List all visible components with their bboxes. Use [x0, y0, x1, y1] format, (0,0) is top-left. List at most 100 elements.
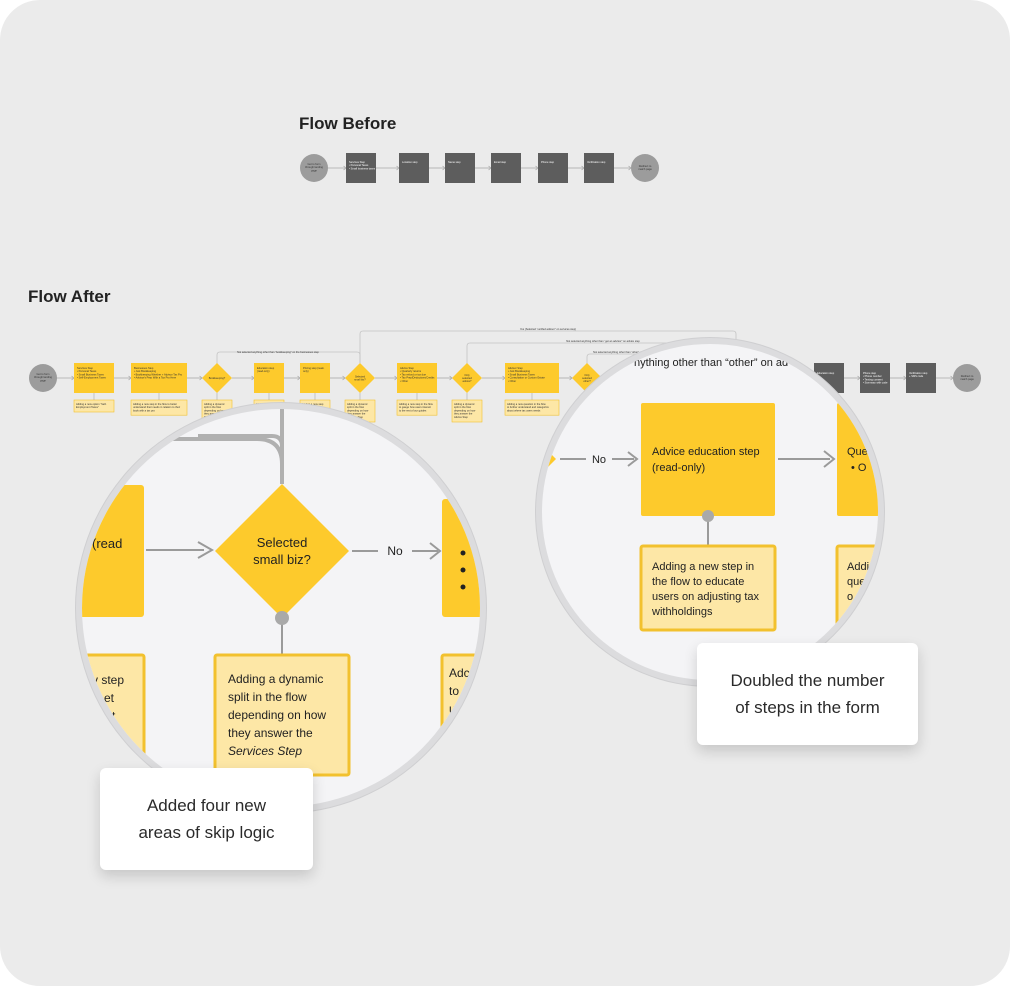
- end-terminal: [953, 364, 981, 392]
- end-terminal-label: Redirect to: [961, 374, 974, 378]
- flow-before-step-label: Name step: [448, 160, 461, 164]
- flow-after-step: [131, 363, 187, 393]
- flow-after-decision: [202, 363, 232, 393]
- flow-after-note-line: Adding a dynamic: [347, 402, 368, 406]
- step-box-partial-right: [837, 403, 878, 516]
- callout-doubled-steps: Doubled the number of steps in the form: [697, 643, 918, 745]
- arrow-head: [429, 542, 442, 560]
- note-partial-right-line: to: [449, 684, 459, 698]
- connector-dot: [275, 611, 289, 625]
- flow-after-note-line: Adding a new step in the flow to better: [133, 402, 177, 406]
- skip-logic-label: Yes (Selected “verified advisor” on serv…: [520, 327, 576, 331]
- flow-before-step: [346, 153, 376, 183]
- note-line: split in the flow: [228, 690, 307, 704]
- flow-after-decision-label: Only: [464, 373, 470, 377]
- flow-after-step-label: Advice Step: [400, 366, 414, 370]
- start-terminal-label: Get to form: [37, 372, 50, 376]
- flow-after-note-line: they answer the: [204, 412, 223, 416]
- step-box-partial: [82, 485, 144, 617]
- flow-after-note-line: understand their needs in relation to th…: [133, 405, 180, 409]
- note-partial-right: [440, 653, 480, 757]
- flow-after-note-line: book with a tax pro: [133, 408, 155, 412]
- skip-logic-label: Not selected anything other than “bookke…: [237, 350, 319, 354]
- flow-after-note: [504, 399, 560, 416]
- flow-before-step: [445, 153, 475, 183]
- bullet: [460, 567, 466, 573]
- flow-after-step: [906, 363, 936, 393]
- flow-after-note-line: depending on how: [347, 408, 368, 412]
- flow-before-step: [584, 153, 614, 183]
- flow-after-step-label: (read-only): [257, 369, 270, 373]
- note-partial-left-line: t: [112, 709, 116, 723]
- callout-line: of steps in the form: [735, 698, 880, 717]
- flow-after-step: [505, 363, 559, 393]
- annotation-note: [639, 544, 777, 632]
- flow-before-step: [538, 153, 568, 183]
- flow-after-step-label: Pricing step (read-: [303, 366, 324, 370]
- start-terminal: [300, 154, 328, 182]
- flow-after-step-label: • Summary with code: [863, 381, 888, 385]
- note-partial-right-line: Adc: [449, 666, 470, 680]
- flow-after-note-line: they answer the: [454, 412, 473, 416]
- flow-after-step-label: • Tax Prep/Deductions/Credits: [400, 376, 435, 380]
- advice-education-step: [641, 403, 775, 516]
- flow-after-note-line: Advice Step: [454, 415, 468, 419]
- flow-after-note-line: Adding a new step: [256, 402, 278, 406]
- note-line: Adding a dynamic: [228, 672, 323, 686]
- callout-line: Doubled the number: [730, 671, 885, 690]
- decision-diamond: [215, 484, 349, 618]
- skip-logic-connector: [466, 342, 737, 365]
- flow-after-note-line: about where tax users needs: [507, 408, 541, 412]
- flow-after-decision-label: other?: [583, 379, 591, 383]
- flow-after-note-line: Adding a new option “Self-: [76, 402, 107, 406]
- note-partial-left-line: et: [104, 691, 115, 705]
- flow-before-step-label: Verification step: [587, 160, 606, 164]
- flow-after-note-line: Adding a new step: [302, 402, 324, 406]
- flow-after-decision-label: selected: [462, 376, 472, 380]
- arrow-head: [197, 541, 215, 559]
- note-partial-line: que: [847, 576, 865, 588]
- skip-logic-label: Not selected anything other than “other”…: [593, 350, 647, 354]
- flow-after-step-label: • Just Bookkeeping: [508, 369, 531, 373]
- zoom-lens-right: nything other than “other” on ad No Advi…: [542, 344, 878, 680]
- flow-after-step-label: • Self-Employment Taxes: [77, 376, 107, 380]
- flow-after-note: [451, 399, 483, 423]
- start-terminal-label: through landing: [34, 375, 52, 379]
- flow-before-step-label: Email step: [494, 160, 507, 164]
- flow-after-step-label: • Tax refund or tax due: [400, 372, 427, 376]
- flow-after-decision-label: Only: [584, 373, 590, 377]
- note-partial-left-line: v step: [92, 673, 124, 687]
- flow-after-step-label: • Other: [508, 379, 516, 383]
- decision-label-line2: small biz?: [253, 552, 311, 567]
- flow-after-decision: [572, 363, 602, 393]
- flow-after-note-line: Employment Taxes”: [76, 405, 99, 409]
- skip-logic-connector: [586, 353, 740, 365]
- flow-after-step-label: • Just Bookkeeping: [134, 369, 157, 373]
- flow-after-note-line: in the flow to: [302, 405, 317, 409]
- no-label: No: [387, 544, 403, 558]
- flow-after-step-label: Education step: [257, 366, 275, 370]
- end-terminal-label: match page: [638, 167, 652, 171]
- flow-after-note-line: split in the flow: [204, 405, 221, 409]
- flow-after-decision-label: advice?: [463, 379, 472, 383]
- skip-logic-connector: [216, 351, 361, 365]
- flow-after-decision-label: Bookkeeping?: [209, 376, 226, 380]
- flow-after-decision-label: Selected: [355, 374, 366, 378]
- flow-after-decision: [345, 363, 375, 393]
- flow-after-note: [73, 399, 115, 413]
- flow-after-note-line: Services Step: [347, 415, 364, 419]
- start-terminal-label: page: [40, 379, 46, 382]
- flow-after-step-label: • Quarterly returns: [400, 369, 422, 373]
- decision-diamond-partial: [542, 445, 556, 473]
- flow-before-step: [491, 153, 521, 183]
- flow-after-step-label: • Other: [400, 379, 408, 383]
- flow-after-note-line: to further understand and categorize: [507, 405, 549, 409]
- flow-after-note-line: split in the flow: [454, 405, 471, 409]
- flow-before-step-label: • Small business taxes: [349, 166, 376, 170]
- flow-after-note: [344, 399, 376, 423]
- flow-after-step: [397, 363, 437, 393]
- note-partial-right-line: u: [449, 702, 456, 716]
